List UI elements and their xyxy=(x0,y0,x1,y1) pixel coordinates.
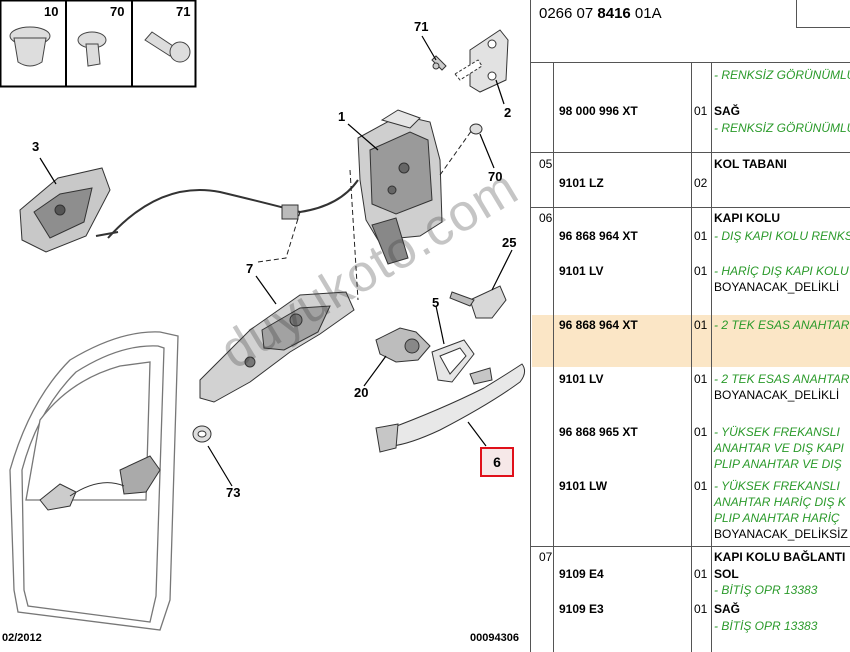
thumb-label-10: 10 xyxy=(44,4,59,19)
screw-71-drawing xyxy=(144,31,191,63)
row07-item2-desc: SAĞ xyxy=(714,602,741,616)
row06-item4-qty: 01 xyxy=(694,372,708,386)
row06-item2-qty: 01 xyxy=(694,264,708,278)
thumbnail-frames xyxy=(0,0,197,88)
grid-line xyxy=(553,62,554,652)
row06-item6-plain: BOYANACAK_DELİKSİZ xyxy=(714,527,848,541)
row06-item2-ref[interactable]: 9101 LV xyxy=(559,264,604,278)
document-code: 0266 07 8416 01A xyxy=(539,5,662,22)
row07-item2-qty: 01 xyxy=(694,602,708,616)
callout-2: 2 xyxy=(504,105,512,120)
row06-item1-ref[interactable]: 96 868 964 XT xyxy=(559,229,638,243)
document-code-prefix: 0266 07 xyxy=(539,5,598,22)
grid-line xyxy=(796,0,797,27)
part-1-drawing xyxy=(357,109,443,265)
row06-item5-ref[interactable]: 96 868 965 XT xyxy=(559,425,638,439)
row07-item1-qty: 01 xyxy=(694,567,708,581)
callout-25: 25 xyxy=(502,235,517,250)
part-25-drawing xyxy=(449,285,507,319)
row06-desc: KAPI KOLU xyxy=(714,211,780,225)
row06-item3-qty: 01 xyxy=(694,318,708,332)
parts-table: 0266 07 8416 01A - RENKSİZ GÖRÜNÜMLÜ 98 … xyxy=(530,0,850,652)
callout-5: 5 xyxy=(432,295,440,310)
callout-20: 20 xyxy=(354,385,369,400)
row1-qty: 01 xyxy=(694,104,708,118)
assembly-guides xyxy=(257,129,473,301)
row1-ref[interactable]: 98 000 996 XT xyxy=(559,104,638,118)
door-drawing xyxy=(9,331,179,631)
row05-ref[interactable]: 9101 LZ xyxy=(559,176,604,190)
row06-item5-note3: PLIP ANAHTAR VE DIŞ xyxy=(714,457,842,471)
row06-item4-ref[interactable]: 9101 LV xyxy=(559,372,604,386)
footer-date: 02/2012 xyxy=(2,632,42,644)
part-3-drawing xyxy=(19,167,111,253)
part-6-drawing xyxy=(375,363,526,453)
row07-desc: KAPI KOLU BAĞLANTI xyxy=(714,550,846,564)
callout-1: 1 xyxy=(338,109,346,124)
row05-qty: 02 xyxy=(694,176,708,190)
row06-index: 06 xyxy=(539,211,553,225)
grid-line xyxy=(711,62,712,652)
bolt-70-drawing xyxy=(77,31,107,67)
document-code-bold: 8416 xyxy=(597,5,631,22)
row05-desc: KOL TABANI xyxy=(714,157,787,171)
part-5-drawing xyxy=(431,339,475,383)
row1-desc: SAĞ xyxy=(714,104,741,118)
diagram-drawing xyxy=(0,0,526,631)
row07-item1-ref[interactable]: 9109 E4 xyxy=(559,567,604,581)
row1-note-top: - RENKSİZ GÖRÜNÜMLÜ xyxy=(714,68,850,82)
highlighted-callout-6[interactable]: 6 xyxy=(480,447,514,477)
part-71-screw xyxy=(431,55,447,71)
callout-73: 73 xyxy=(226,485,241,500)
grid-line xyxy=(691,62,692,652)
row06-item5-qty: 01 xyxy=(694,425,708,439)
grid-line xyxy=(531,207,850,208)
callout-71: 71 xyxy=(414,19,429,34)
thumb-label-70: 70 xyxy=(110,4,125,19)
row1-note: - RENKSİZ GÖRÜNÜMLÜ xyxy=(714,121,850,135)
row06-item1-note: - DIŞ KAPI KOLU RENKSİZ xyxy=(714,229,850,243)
part-70-grommet xyxy=(469,123,483,135)
row06-item6-qty: 01 xyxy=(694,479,708,493)
row06-item5-note2: ANAHTAR VE DIŞ KAPI xyxy=(714,441,844,455)
grid-line xyxy=(531,152,850,153)
callout-3: 3 xyxy=(32,139,40,154)
row07-item1-note: - BİTİŞ OPR 13383 xyxy=(714,583,818,597)
grid-line xyxy=(531,546,850,547)
footer-reference: 00094306 xyxy=(470,632,519,644)
row06-item3-note: - 2 TEK ESAS ANAHTAR xyxy=(714,318,850,332)
row06-item2-note: - HARİÇ DIŞ KAPI KOLU xyxy=(714,264,849,278)
door-mechanism xyxy=(39,455,161,511)
row06-item6-note2: ANAHTAR HARİÇ DIŞ K xyxy=(714,495,846,509)
clip-10-drawing xyxy=(9,26,51,67)
part-20-drawing xyxy=(375,327,431,363)
row07-index: 07 xyxy=(539,550,553,564)
row06-item6-ref[interactable]: 9101 LW xyxy=(559,479,608,493)
row05-index: 05 xyxy=(539,157,553,171)
part-7-drawing xyxy=(199,291,355,403)
callout-70: 70 xyxy=(488,169,503,184)
row06-item4-plain: BOYANACAK_DELİKLİ xyxy=(714,388,840,402)
cable-clip xyxy=(281,204,299,220)
callout-leaders xyxy=(39,35,513,487)
thumb-label-71: 71 xyxy=(176,4,191,19)
parts-diagram: 10 70 71 71 2 1 3 70 25 7 5 20 73 6 duyu… xyxy=(0,0,529,644)
callout-7: 7 xyxy=(246,261,254,276)
row06-item4-note: - 2 TEK ESAS ANAHTAR xyxy=(714,372,850,386)
row06-item6-note3: PLIP ANAHTAR HARİÇ xyxy=(714,511,840,525)
document-code-suffix: 01A xyxy=(630,5,662,22)
part-73-grommet xyxy=(192,425,212,443)
row06-item5-note: - YÜKSEK FREKANSLI xyxy=(714,425,840,439)
row07-item2-ref[interactable]: 9109 E3 xyxy=(559,602,604,616)
row07-item1-desc: SOL xyxy=(714,567,739,581)
row06-item1-qty: 01 xyxy=(694,229,708,243)
row06-item3-ref[interactable]: 96 868 964 XT xyxy=(559,318,638,332)
row07-item2-note: - BİTİŞ OPR 13383 xyxy=(714,619,818,633)
grid-line xyxy=(796,27,850,28)
part-2-drawing xyxy=(454,29,509,93)
grid-line xyxy=(531,62,850,63)
cable-line xyxy=(107,179,359,239)
row06-item6-note: - YÜKSEK FREKANSLI xyxy=(714,479,840,493)
row06-item2-plain: BOYANACAK_DELİKLİ xyxy=(714,280,840,294)
